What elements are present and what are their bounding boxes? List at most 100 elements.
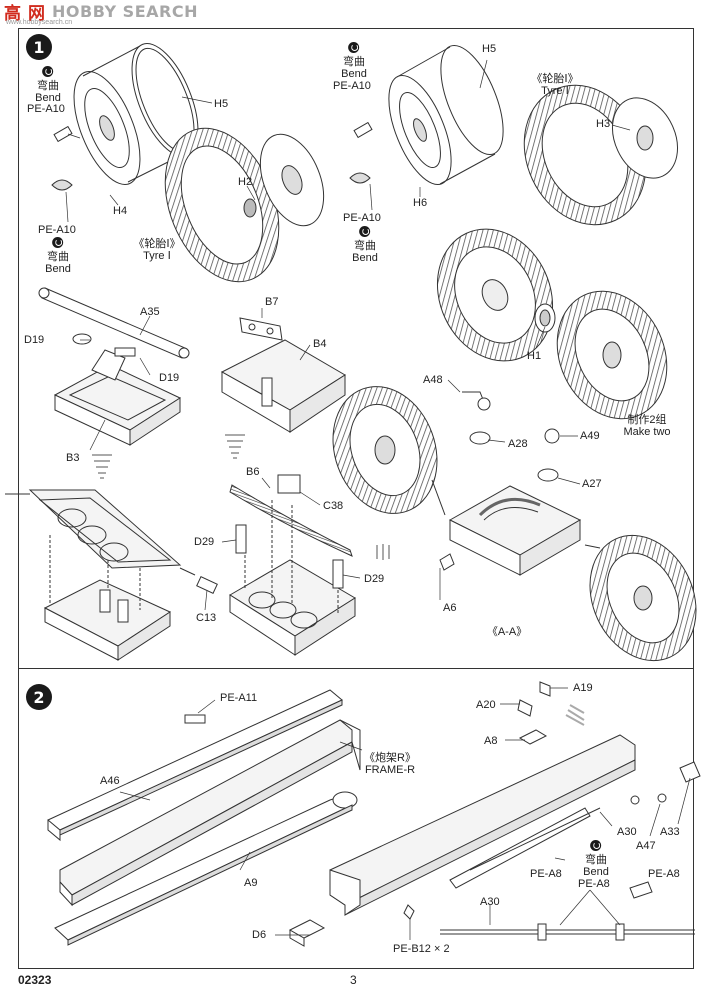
bend-icon <box>52 237 64 248</box>
bend-cn: 弯曲 <box>353 240 376 253</box>
part-b3: B3 <box>66 452 80 464</box>
bend-icon <box>590 840 602 851</box>
part-c13: C13 <box>196 612 217 624</box>
watermark-cn-2: 网 <box>28 3 46 23</box>
part-pe-a10-3: PE-A10 <box>333 80 371 92</box>
part-a48: A48 <box>423 374 443 386</box>
step2-number: 2 <box>26 684 52 710</box>
frame-plate-a9 <box>54 791 358 946</box>
frame-cn: 《炮架R》 <box>364 752 416 764</box>
part-a35: A35 <box>140 306 160 318</box>
tyre-middle <box>436 228 668 420</box>
part-a33: A33 <box>660 826 680 838</box>
part-c38: C38 <box>323 500 344 512</box>
tyre-left <box>164 127 325 283</box>
part-a9: A9 <box>244 877 258 889</box>
part-h5-2: H5 <box>482 43 497 55</box>
bend-label-2: 弯曲 Bend <box>45 237 71 275</box>
part-pe-a10-1: PE-A10 <box>27 103 65 115</box>
part-a46: A46 <box>100 775 120 787</box>
make-two-en: Make two <box>623 426 671 439</box>
part-pe-a10-2: PE-A10 <box>38 224 76 236</box>
part-b4: B4 <box>313 338 327 350</box>
part-a6: A6 <box>443 602 457 614</box>
part-d19-1: D19 <box>24 334 45 346</box>
rod-a30 <box>440 923 695 941</box>
tyre-label-right: 《轮胎Ⅰ》 Tyre Ⅰ <box>531 73 578 97</box>
housing-b4 <box>220 317 346 433</box>
bend-icon <box>42 66 54 77</box>
bend-en: Bend <box>352 252 378 265</box>
watermark-url: www.hobbysearch.cn <box>6 19 73 26</box>
make-two-label: 制作2组 Make two <box>623 414 670 438</box>
part-a30-1: A30 <box>617 826 637 838</box>
wheel-rim-right <box>388 44 504 186</box>
part-h5-1: H5 <box>214 98 229 110</box>
frame-r-main <box>59 719 361 907</box>
chassis-lower-left <box>43 579 172 661</box>
bend-cn: 弯曲 <box>584 854 607 867</box>
bend-en: Bend <box>45 263 71 276</box>
part-h4: H4 <box>113 205 128 217</box>
bend-en: Bend <box>35 92 61 105</box>
part-a8: A8 <box>484 735 498 747</box>
step2-panel <box>18 669 694 969</box>
part-h2: H2 <box>238 176 253 188</box>
bend-icon <box>359 226 371 237</box>
part-a30-2: A30 <box>480 896 500 908</box>
wheel-rim-left <box>73 43 199 185</box>
bend-cn: 弯曲 <box>36 80 59 93</box>
part-d6: D6 <box>252 929 267 941</box>
section-aa-label: 《A-A》 <box>486 626 528 638</box>
part-b7: B7 <box>265 296 279 308</box>
axle-housing-b3 <box>38 287 190 446</box>
frame-right-assembly <box>329 681 701 920</box>
tyre-label-left: 《轮胎Ⅰ》 Tyre Ⅰ <box>133 238 180 262</box>
bend-icon <box>348 42 360 53</box>
tyre-en: Tyre Ⅰ <box>143 250 171 263</box>
part-pe-a10-4: PE-A10 <box>343 212 381 224</box>
part-a47: A47 <box>636 840 656 852</box>
bend-label-5: 弯曲 Bend <box>583 840 609 878</box>
part-pe-a8-3: PE-A8 <box>648 868 680 880</box>
chassis-upper-left <box>5 489 196 576</box>
bend-label-4: 弯曲 Bend <box>352 226 378 264</box>
bend-label-1: 弯曲 Bend <box>35 66 61 104</box>
part-h3: H3 <box>596 118 611 130</box>
part-pe-a11: PE-A11 <box>220 692 258 704</box>
part-a28: A28 <box>508 438 528 450</box>
frame-plate-a46 <box>47 689 343 842</box>
tyre-cn: 《轮胎Ⅰ》 <box>531 73 579 85</box>
frame-r-label: 《炮架R》 FRAME-R <box>364 752 416 776</box>
bend-cn: 弯曲 <box>46 251 69 264</box>
product-code: 02323 <box>18 973 52 987</box>
bend-en: Bend <box>341 68 367 81</box>
frame-en: FRAME-R <box>364 764 416 777</box>
part-pe-a8-1: PE-A8 <box>530 868 562 880</box>
part-d29-1: D29 <box>194 536 215 548</box>
tyre-cn: 《轮胎Ⅰ》 <box>133 238 181 250</box>
part-d19-2: D19 <box>159 372 180 384</box>
watermark: 高 网 HOBBY SEARCH www.hobbysearch.cn <box>4 0 198 27</box>
part-a20: A20 <box>476 699 496 711</box>
part-d29-2: D29 <box>364 573 385 585</box>
tyre-en: Tyre Ⅰ <box>541 85 569 98</box>
part-h6: H6 <box>413 197 428 209</box>
step1-number: 1 <box>26 34 52 60</box>
part-d6-shape <box>288 919 326 947</box>
page-number: 3 <box>350 973 357 987</box>
aa-assembly <box>332 386 697 662</box>
bend-cn: 弯曲 <box>342 56 365 69</box>
make-two-cn: 制作2组 <box>627 414 667 426</box>
part-a27: A27 <box>582 478 602 490</box>
step1-panel <box>18 28 694 669</box>
part-a49: A49 <box>580 430 600 442</box>
part-pe-b12: PE-B12 × 2 <box>393 943 450 955</box>
part-h1: H1 <box>527 350 542 362</box>
watermark-cn: 高 <box>4 3 22 23</box>
part-pe-a8-2: PE-A8 <box>578 878 610 890</box>
bend-en: Bend <box>583 866 609 879</box>
bend-label-3: 弯曲 Bend <box>341 42 367 80</box>
tyre-top-right <box>523 84 678 226</box>
